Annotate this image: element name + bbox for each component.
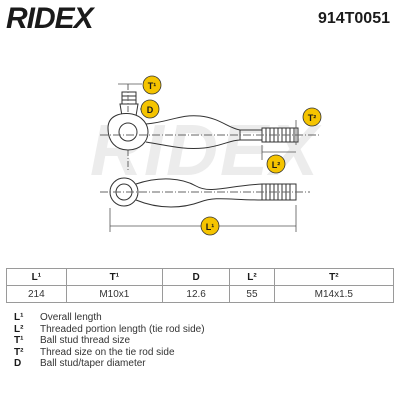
spec-value-l1: 214 xyxy=(6,285,67,303)
spec-table-header-row: L¹ T¹ D L² T² xyxy=(6,268,395,286)
legend-item: T¹ Ball stud thread size xyxy=(14,335,394,347)
svg-text:L²: L² xyxy=(272,160,281,170)
spec-value-t2: M14x1.5 xyxy=(273,285,395,303)
spec-table: L¹ T¹ D L² T² 214 M10x1 12.6 55 M14x1.5 xyxy=(6,268,395,303)
tie-rod-end-top xyxy=(100,113,320,151)
legend-item: L¹ Overall length xyxy=(14,312,394,324)
spec-value-d: 12.6 xyxy=(161,285,231,303)
spec-header-l2: L² xyxy=(229,268,275,286)
legend: L¹ Overall length L² Threaded portion le… xyxy=(14,312,394,370)
spec-value-t1: M10x1 xyxy=(65,285,163,303)
legend-symbol: D xyxy=(14,358,22,369)
legend-symbol: T² xyxy=(14,346,24,358)
technical-drawing: T¹ D T² L² L¹ xyxy=(100,75,322,236)
tie-rod-end-bottom xyxy=(100,177,310,208)
part-number: 914T0051 xyxy=(317,10,390,27)
legend-text: Overall length xyxy=(40,312,102,323)
legend-symbol: T¹ xyxy=(14,335,24,346)
svg-text:D: D xyxy=(147,105,154,115)
svg-text:L¹: L¹ xyxy=(206,222,215,232)
spec-header-t2: T² xyxy=(273,268,395,286)
spec-header-l1: L¹ xyxy=(6,268,67,286)
legend-item: T² Thread size on the tie rod side xyxy=(14,347,394,359)
spec-header-d: D xyxy=(161,268,231,286)
callout-t2: T² xyxy=(302,107,322,127)
spec-table-value-row: 214 M10x1 12.6 55 M14x1.5 xyxy=(6,285,395,303)
legend-text: Ball stud/taper diameter xyxy=(40,358,146,369)
legend-item: L² Threaded portion length (tie rod side… xyxy=(14,324,394,336)
header: RIDEX 914T0051 xyxy=(0,0,400,40)
callout-l1: L¹ xyxy=(200,216,220,236)
legend-text: Threaded portion length (tie rod side) xyxy=(40,323,205,335)
spec-header-t1: T¹ xyxy=(65,268,163,286)
brand-logo: RIDEX xyxy=(6,2,94,35)
legend-text: Ball stud thread size xyxy=(40,335,131,346)
legend-symbol: L¹ xyxy=(14,312,24,323)
svg-text:T¹: T¹ xyxy=(148,81,157,91)
svg-text:T²: T² xyxy=(308,113,317,123)
callout-d: D xyxy=(140,99,160,119)
callout-t1: T¹ xyxy=(142,75,162,95)
legend-item: D Ball stud/taper diameter xyxy=(14,358,394,370)
callout-l2: L² xyxy=(266,154,286,174)
legend-text: Thread size on the tie rod side xyxy=(40,346,175,358)
spec-value-l2: 55 xyxy=(229,285,275,303)
legend-symbol: L² xyxy=(14,323,24,335)
